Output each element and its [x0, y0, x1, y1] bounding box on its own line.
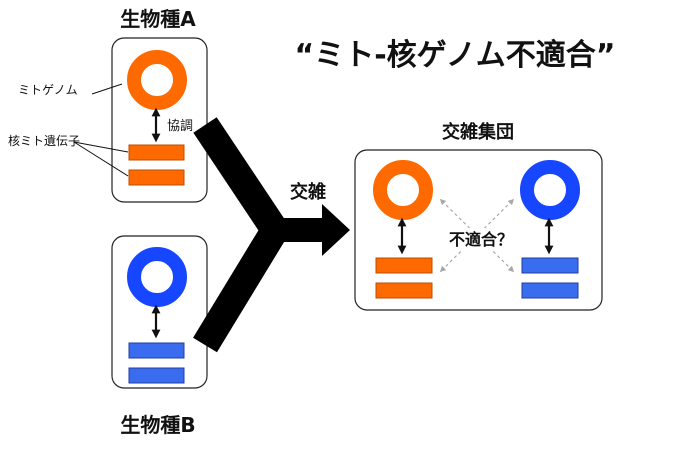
hybrid-orange-mito-genome-icon — [373, 160, 433, 220]
species-a-label: 生物種A — [120, 7, 196, 31]
hybrid-blue-mito-genome-icon — [520, 160, 580, 220]
incompatibility-label: 不適合？ — [449, 230, 513, 249]
coordination-label: 協調 — [167, 119, 193, 134]
hybrid-blue-nuclear-gene-2 — [521, 282, 579, 299]
hybrid-blue-nuclear-gene-1 — [521, 257, 579, 274]
hybrid-orange-nuclear-gene-2 — [375, 282, 433, 299]
incompatibility-label-background — [441, 228, 519, 250]
species-a-nuclear-gene-2 — [128, 169, 185, 186]
species-a-nuclear-gene-1 — [128, 144, 185, 161]
diagram-title: “ミト-核ゲノム不適合” — [295, 38, 616, 73]
hybrid-orange-nuclear-gene-1 — [375, 257, 433, 274]
cross-arrow — [193, 117, 350, 353]
species-b-mito-genome-icon — [127, 247, 187, 307]
cross-label: 交雑 — [290, 181, 326, 203]
species-b-nuclear-gene-2 — [128, 367, 185, 384]
species-b-nuclear-gene-1 — [128, 342, 185, 359]
species-b-label: 生物種B — [120, 413, 195, 437]
mito-genome-callout-label: ミトゲノム — [18, 83, 78, 97]
nuclear-mito-genes-callout-line-1 — [73, 141, 129, 153]
species-a-mito-genome-icon — [127, 50, 187, 110]
nuclear-mito-genes-callout-label: 核ミト遺伝子 — [8, 133, 80, 148]
mito-genome-callout-line — [91, 83, 123, 95]
nuclear-mito-genes-callout-line-2 — [73, 141, 129, 177]
hybrid-population-label: 交雑集団 — [442, 121, 514, 143]
